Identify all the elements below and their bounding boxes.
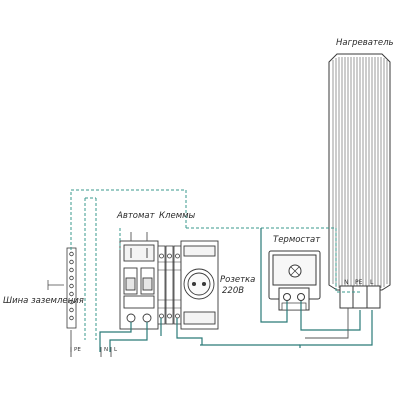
heater-terminal-l: L — [370, 279, 374, 286]
ground-bus-label: Шина заземления — [3, 296, 84, 306]
heater — [328, 53, 391, 309]
circuit-breaker — [119, 240, 159, 330]
heater-label: Нагреватель — [336, 38, 394, 48]
bottom-terminal-pe: PE — [74, 347, 81, 353]
heater-terminal-pe: PE — [355, 279, 363, 286]
socket-label-line1: Розетка — [220, 275, 256, 285]
breaker-label: Автомат — [117, 211, 155, 221]
bottom-terminal-l: L — [114, 347, 118, 353]
thermostat-label: Термостат — [273, 235, 321, 245]
ground-bus — [47, 247, 77, 329]
bottom-terminal-ticks — [70, 347, 112, 357]
socket-label-line2: 220В — [222, 286, 245, 296]
heater-terminal-n: N — [344, 279, 349, 286]
thermostat — [268, 250, 321, 311]
wire-teal — [99, 228, 373, 352]
socket — [180, 240, 219, 330]
bottom-terminal-n: N — [104, 347, 109, 353]
terminal-blocks — [157, 245, 182, 325]
terminals-label: Клеммы — [159, 211, 196, 221]
